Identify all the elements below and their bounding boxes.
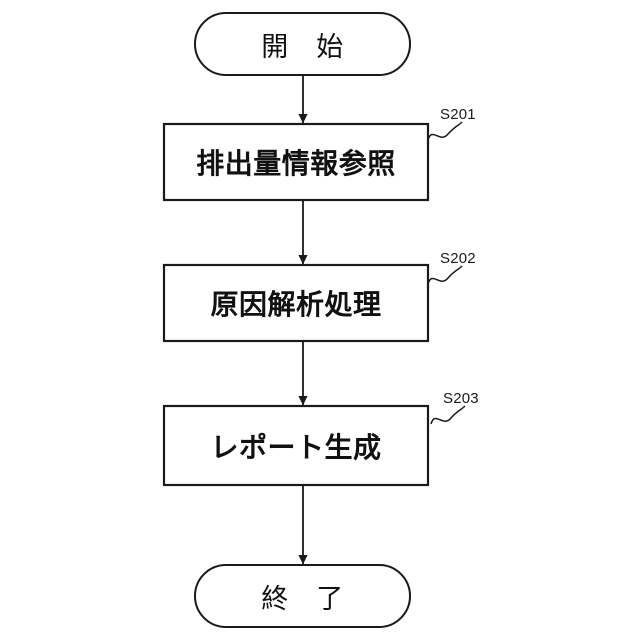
node-s203-shape[interactable] (162, 404, 430, 487)
node-s201-shape[interactable] (162, 122, 430, 202)
node-start-shape[interactable] (194, 12, 411, 76)
node-end-shape[interactable] (194, 564, 411, 628)
leader-line-s203 (430, 405, 466, 425)
leader-line-s201 (427, 121, 463, 141)
step-code-s202: S202 (440, 250, 476, 267)
leader-line-s202 (427, 265, 463, 285)
step-code-s201: S201 (440, 106, 476, 123)
step-code-s203: S203 (443, 390, 479, 407)
node-s202-shape[interactable] (162, 263, 430, 343)
